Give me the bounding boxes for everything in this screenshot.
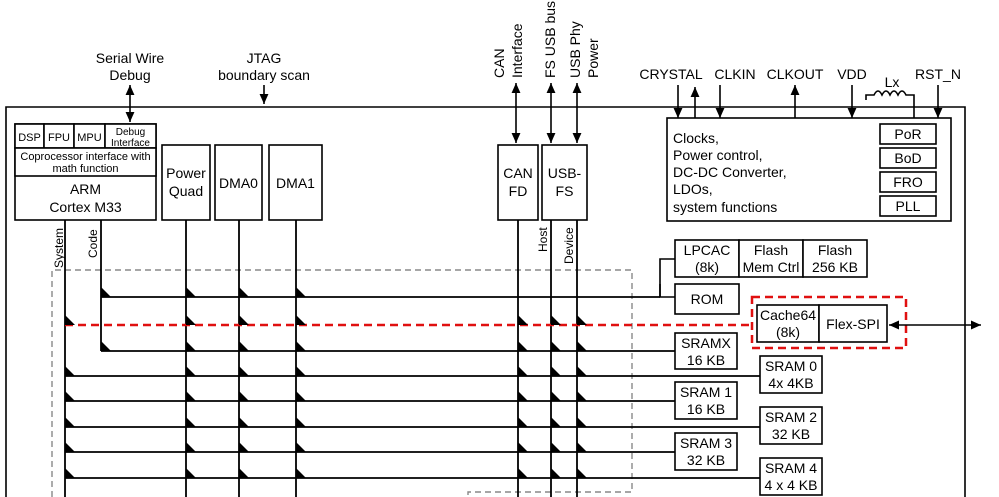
vdd-label: VDD	[837, 66, 867, 82]
clkout-label: CLKOUT	[767, 66, 824, 82]
clkin-label: CLKIN	[714, 66, 755, 82]
arm-label-1: ARM	[70, 181, 101, 197]
clocks-text-1: Clocks,	[673, 130, 719, 146]
pll-block	[879, 195, 937, 217]
power-quad-label-1: Power	[166, 165, 206, 181]
clocks-text-2: Power control,	[673, 147, 762, 163]
flash-label-2: 256 KB	[812, 259, 858, 275]
can-fd-block	[497, 144, 539, 221]
device-label: Device	[562, 227, 576, 264]
power-quad-label-2: Quad	[169, 183, 203, 199]
debug-label-2: Interface	[111, 138, 150, 149]
coprocessor-block	[14, 147, 157, 177]
debug-label-1: Debug	[116, 127, 145, 138]
lpcac-block	[674, 239, 740, 278]
can-fd-label-1: CAN	[503, 165, 533, 181]
sram1-label-1: SRAM 1	[680, 384, 732, 400]
sramx-block	[674, 332, 738, 370]
inductor-icon	[865, 90, 915, 118]
fro-block	[879, 171, 937, 193]
mpu-label: MPU	[77, 132, 102, 144]
bod-block	[879, 147, 937, 169]
dma1-label: DMA1	[276, 175, 315, 191]
crossbar-switches	[65, 287, 587, 478]
dsp-label: DSP	[18, 132, 41, 144]
sram0-label-2: 4x 4KB	[768, 375, 813, 391]
chip-boundary	[5, 106, 966, 497]
mpu-block	[73, 123, 106, 149]
sram4-label-1: SRAM 4	[765, 460, 817, 476]
sram0-label-1: SRAM 0	[765, 358, 817, 374]
clocks-text-5: system functions	[673, 199, 777, 215]
flexspi-switches	[65, 315, 587, 325]
jtag-label-line2: boundary scan	[218, 67, 310, 83]
clocks-text-4: LDOs,	[673, 181, 713, 197]
sram1-block	[674, 381, 738, 420]
swd-label-line2: Debug	[109, 67, 150, 83]
lpcac-label-2: (8k)	[695, 259, 719, 275]
fro-label: FRO	[893, 174, 923, 190]
flexspi-label: Flex-SPI	[826, 316, 880, 332]
clocks-text-3: DC-DC Converter,	[673, 164, 787, 180]
fs-usb-bus-label: FS USB bus	[542, 1, 558, 78]
flexspi-block	[818, 304, 888, 343]
por-block	[879, 123, 937, 145]
code-bus-label: Code	[86, 229, 100, 258]
rst-n-label: RST_N	[915, 66, 961, 82]
sram0-block	[759, 355, 823, 394]
cache64-block	[756, 304, 820, 343]
sramx-label-1: SRAMX	[681, 335, 731, 351]
host-label: Host	[536, 227, 550, 252]
flash-label-1: Flash	[818, 242, 852, 258]
arm-label-2: Cortex M33	[49, 199, 122, 215]
usb-fs-label-2: FS	[556, 183, 574, 199]
flash-mem-ctrl-label-1: Flash	[754, 242, 788, 258]
sram2-label-1: SRAM 2	[765, 409, 817, 425]
sram2-label-2: 32 KB	[772, 426, 810, 442]
sramx-label-2: 16 KB	[687, 352, 725, 368]
sram3-label-1: SRAM 3	[680, 435, 732, 451]
power-quad-block	[161, 144, 211, 221]
can-interface-label-1: CAN	[491, 48, 507, 78]
por-label: PoR	[894, 126, 921, 142]
flash-block	[802, 239, 868, 278]
lpcac-label-1: LPCAC	[684, 242, 731, 258]
flash-bracket-top	[659, 258, 675, 298]
rom-label: ROM	[691, 291, 724, 307]
usb-phy-label-2: Power	[585, 38, 601, 78]
cache64-label-2: (8k)	[776, 324, 800, 340]
usb-phy-label-1: USB Phy	[567, 21, 583, 78]
bus-matrix-boundary	[51, 269, 633, 497]
usb-fs-block	[541, 144, 588, 221]
dma0-label: DMA0	[219, 175, 258, 191]
coproc-label-2: math function	[52, 163, 118, 175]
sram2-block	[759, 406, 823, 445]
cache64-label-1: Cache64	[760, 307, 816, 323]
flash-mem-ctrl-block	[738, 239, 804, 278]
fpu-label: FPU	[48, 132, 70, 144]
can-interface-label-2: Interface	[509, 23, 525, 78]
jtag-label-line1: JTAG	[247, 50, 282, 66]
crystal-label: CRYSTAL	[639, 66, 702, 82]
rom-block	[674, 283, 740, 315]
sram4-block	[759, 457, 823, 496]
pll-label: PLL	[896, 198, 921, 214]
usb-fs-label-1: USB-	[548, 165, 582, 181]
dma1-block	[268, 144, 323, 221]
swd-label-line1: Serial Wire	[96, 50, 165, 66]
sram1-label-2: 16 KB	[687, 401, 725, 417]
coproc-label-1: Coprocessor interface with	[20, 151, 150, 163]
bod-label: BoD	[894, 150, 921, 166]
system-bus-label: System	[52, 228, 66, 268]
sram3-label-2: 32 KB	[687, 452, 725, 468]
flash-mem-ctrl-label-2: Mem Ctrl	[743, 259, 800, 275]
can-fd-label-2: FD	[509, 183, 528, 199]
sram3-block	[674, 432, 738, 471]
lx-label: Lx	[885, 74, 900, 90]
sram4-label-2: 4 x 4 KB	[765, 477, 818, 493]
flexspi-highlight-box	[750, 295, 908, 350]
